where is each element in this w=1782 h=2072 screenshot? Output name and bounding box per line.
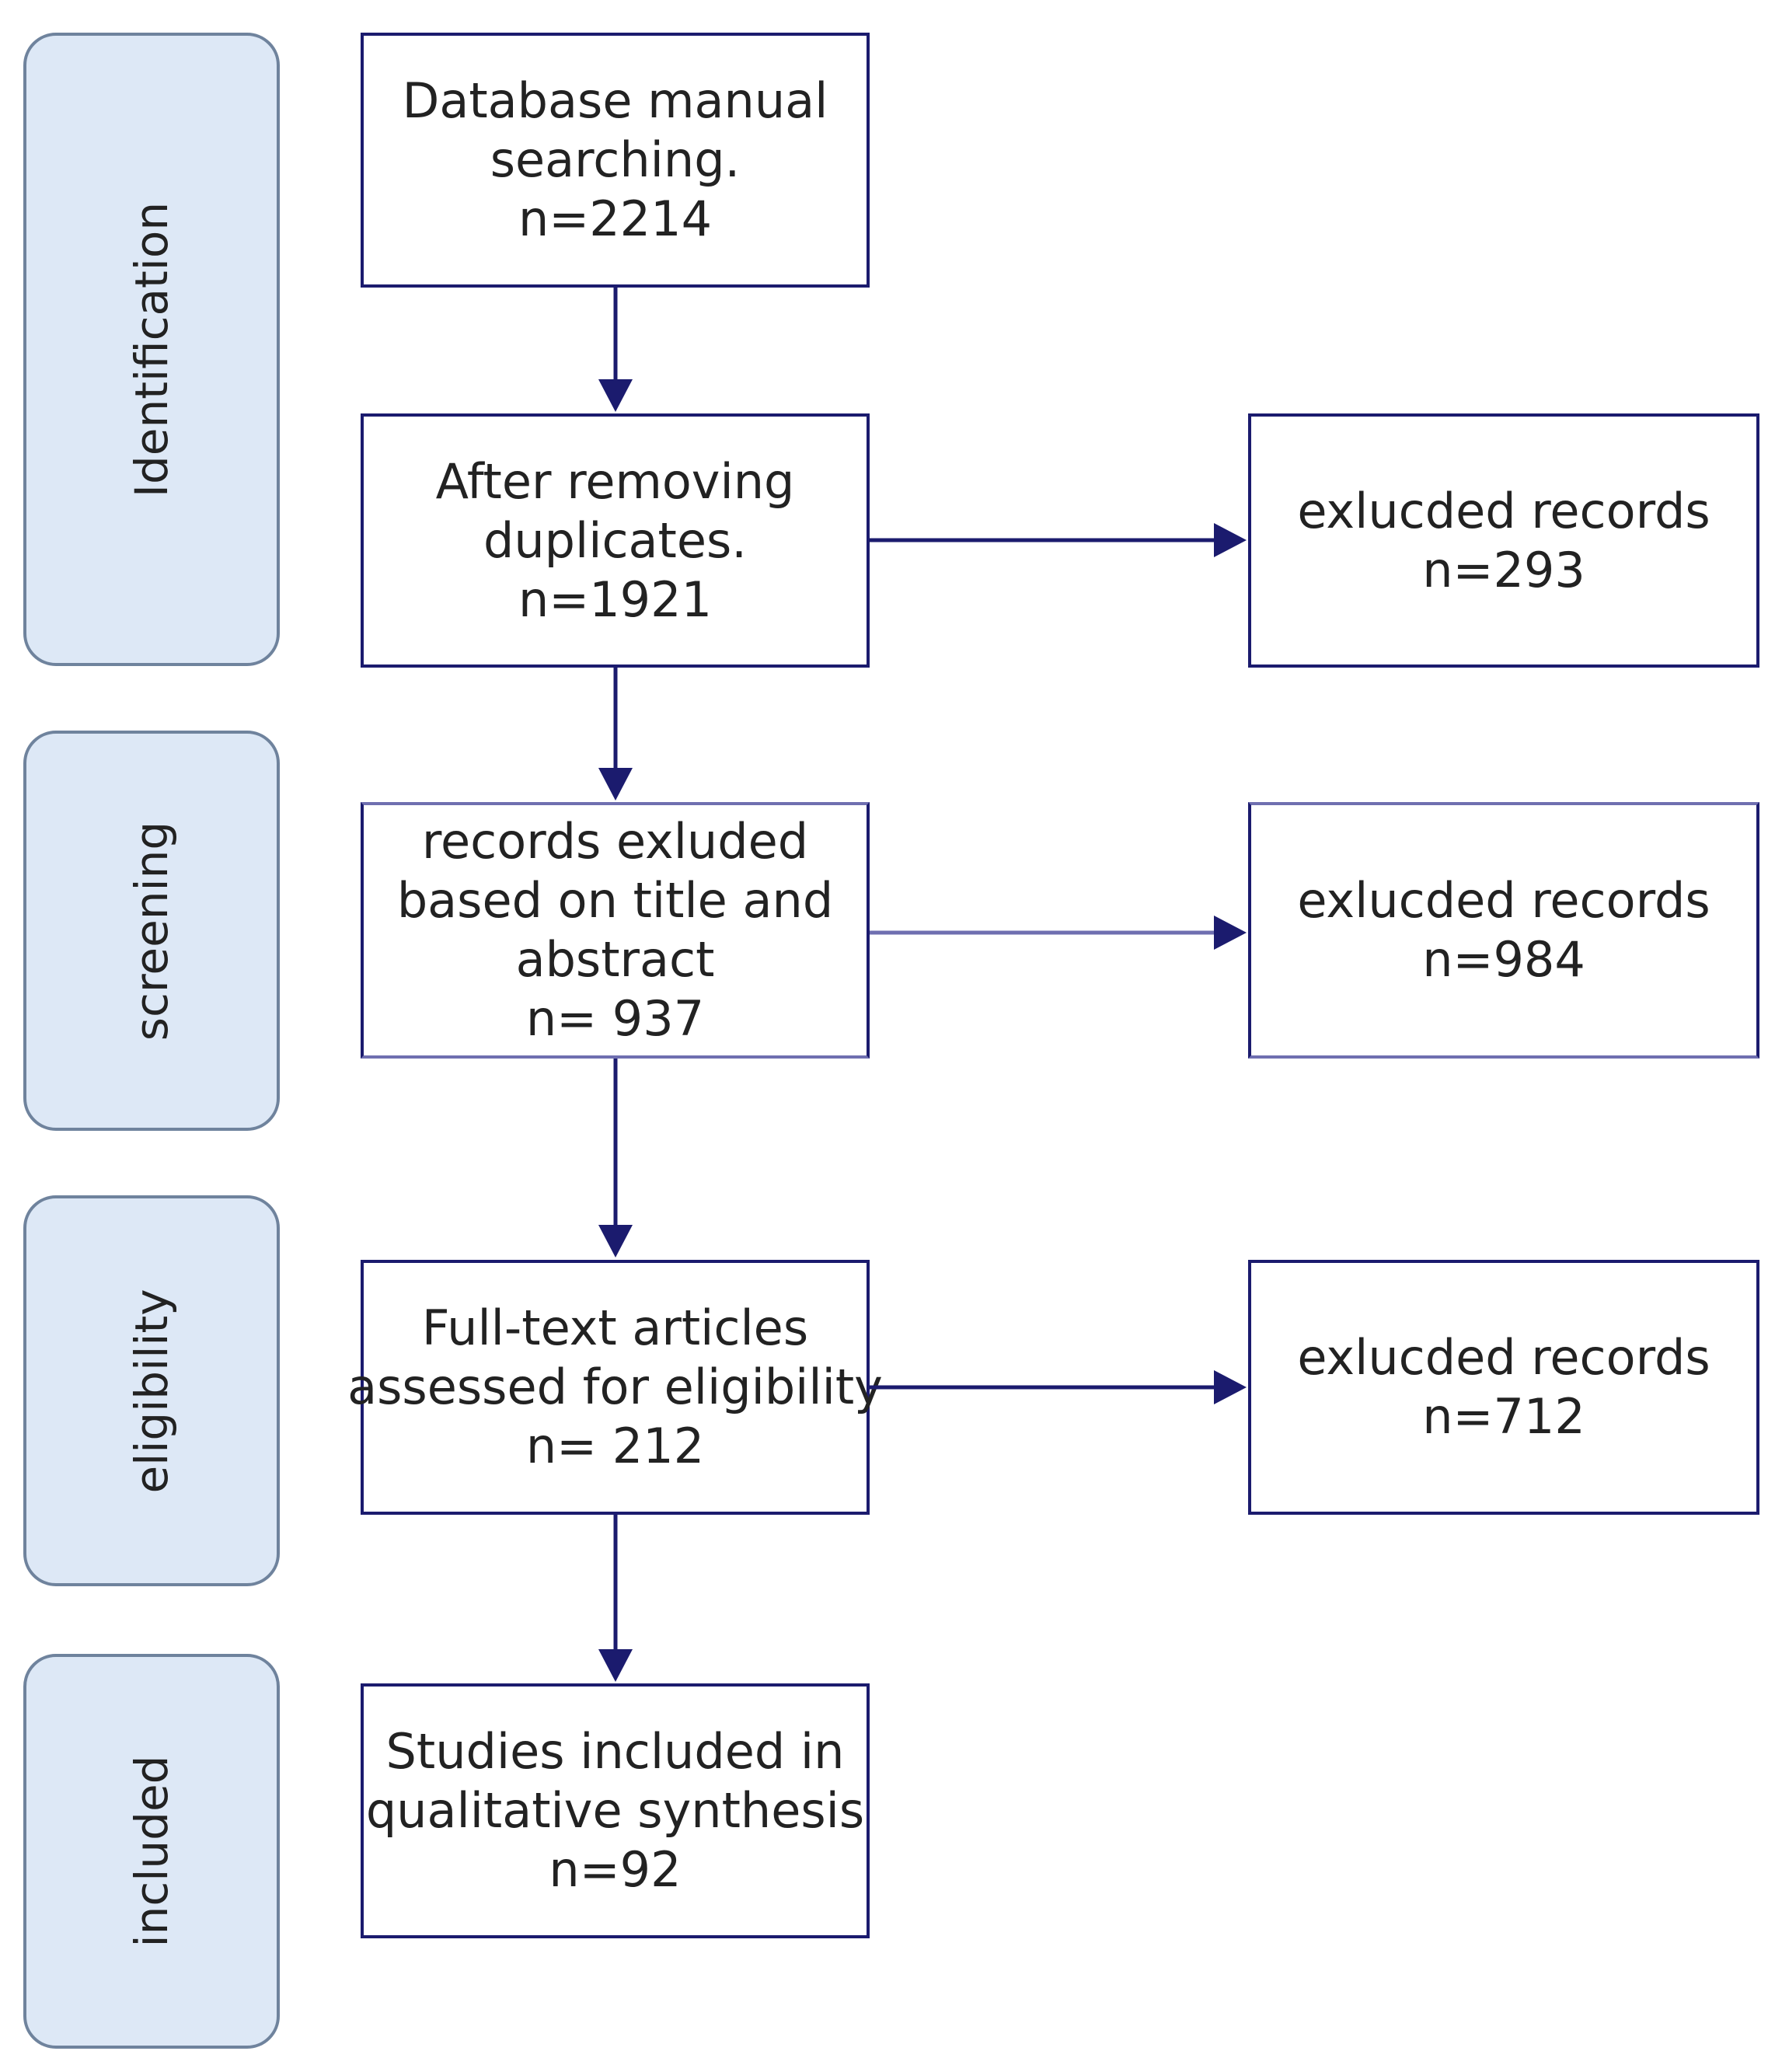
- box-excluded-984: exlucded records n=984: [1248, 802, 1759, 1059]
- box-excluded-293-label: exlucded records: [1297, 482, 1711, 539]
- box-duplicates-count: n=1921: [518, 570, 713, 628]
- box-title-abstract: records exluded based on title and abstr…: [361, 802, 870, 1059]
- box-title-abstract-count: n= 937: [525, 990, 705, 1047]
- stage-included: included: [23, 1654, 280, 2049]
- box-excluded-712: exlucded records n=712: [1248, 1260, 1759, 1515]
- box-title-abstract-line2: based on title and: [396, 872, 834, 929]
- box-database-line1: Database manual: [402, 72, 828, 129]
- stage-screening-label: screening: [125, 821, 178, 1041]
- box-excluded-984-label: exlucded records: [1297, 872, 1711, 929]
- box-excluded-712-label: exlucded records: [1297, 1329, 1711, 1386]
- arrow-screening-to-excluded: [870, 916, 1247, 950]
- box-title-abstract-line1: records exluded: [421, 813, 809, 870]
- box-excluded-984-count: n=984: [1422, 931, 1585, 988]
- box-title-abstract-line3: abstract: [515, 931, 715, 988]
- stage-eligibility-label: eligibility: [125, 1288, 178, 1494]
- box-fulltext-count: n= 212: [525, 1418, 705, 1474]
- box-excluded-293-count: n=293: [1422, 541, 1585, 598]
- stage-identification-label: Identification: [125, 201, 178, 497]
- box-after-duplicates: After removing duplicates. n=1921: [361, 413, 870, 668]
- stage-identification: Identification: [23, 33, 280, 666]
- box-included-line2: qualitative synthesis: [365, 1782, 865, 1839]
- arrow-duplicates-to-screening: [598, 668, 633, 801]
- box-excluded-293: exlucded records n=293: [1248, 413, 1759, 668]
- box-database-line2: searching.: [490, 131, 741, 188]
- stage-screening: screening: [23, 731, 280, 1131]
- box-fulltext-line2: assessed for eligibility: [347, 1359, 883, 1415]
- box-fulltext: Full-text articles assessed for eligibil…: [347, 1260, 883, 1515]
- box-included: Studies included in qualitative synthesi…: [361, 1683, 870, 1938]
- box-database-search: Database manual searching. n=2214: [361, 33, 870, 288]
- arrow-fulltext-to-included: [598, 1515, 633, 1682]
- stage-eligibility: eligibility: [23, 1195, 280, 1586]
- box-excluded-712-count: n=712: [1422, 1388, 1585, 1445]
- box-duplicates-line2: duplicates.: [483, 511, 747, 569]
- arrow-screening-to-fulltext: [598, 1059, 633, 1258]
- box-included-count: n=92: [549, 1841, 682, 1898]
- arrow-database-to-duplicates: [598, 288, 633, 412]
- arrow-duplicates-to-excluded: [870, 523, 1247, 557]
- box-fulltext-line1: Full-text articles: [421, 1299, 809, 1356]
- box-included-line1: Studies included in: [385, 1723, 845, 1780]
- box-database-count: n=2214: [518, 190, 713, 247]
- stage-included-label: included: [125, 1755, 178, 1948]
- arrow-fulltext-to-excluded: [870, 1370, 1247, 1404]
- box-duplicates-line1: After removing: [435, 452, 795, 510]
